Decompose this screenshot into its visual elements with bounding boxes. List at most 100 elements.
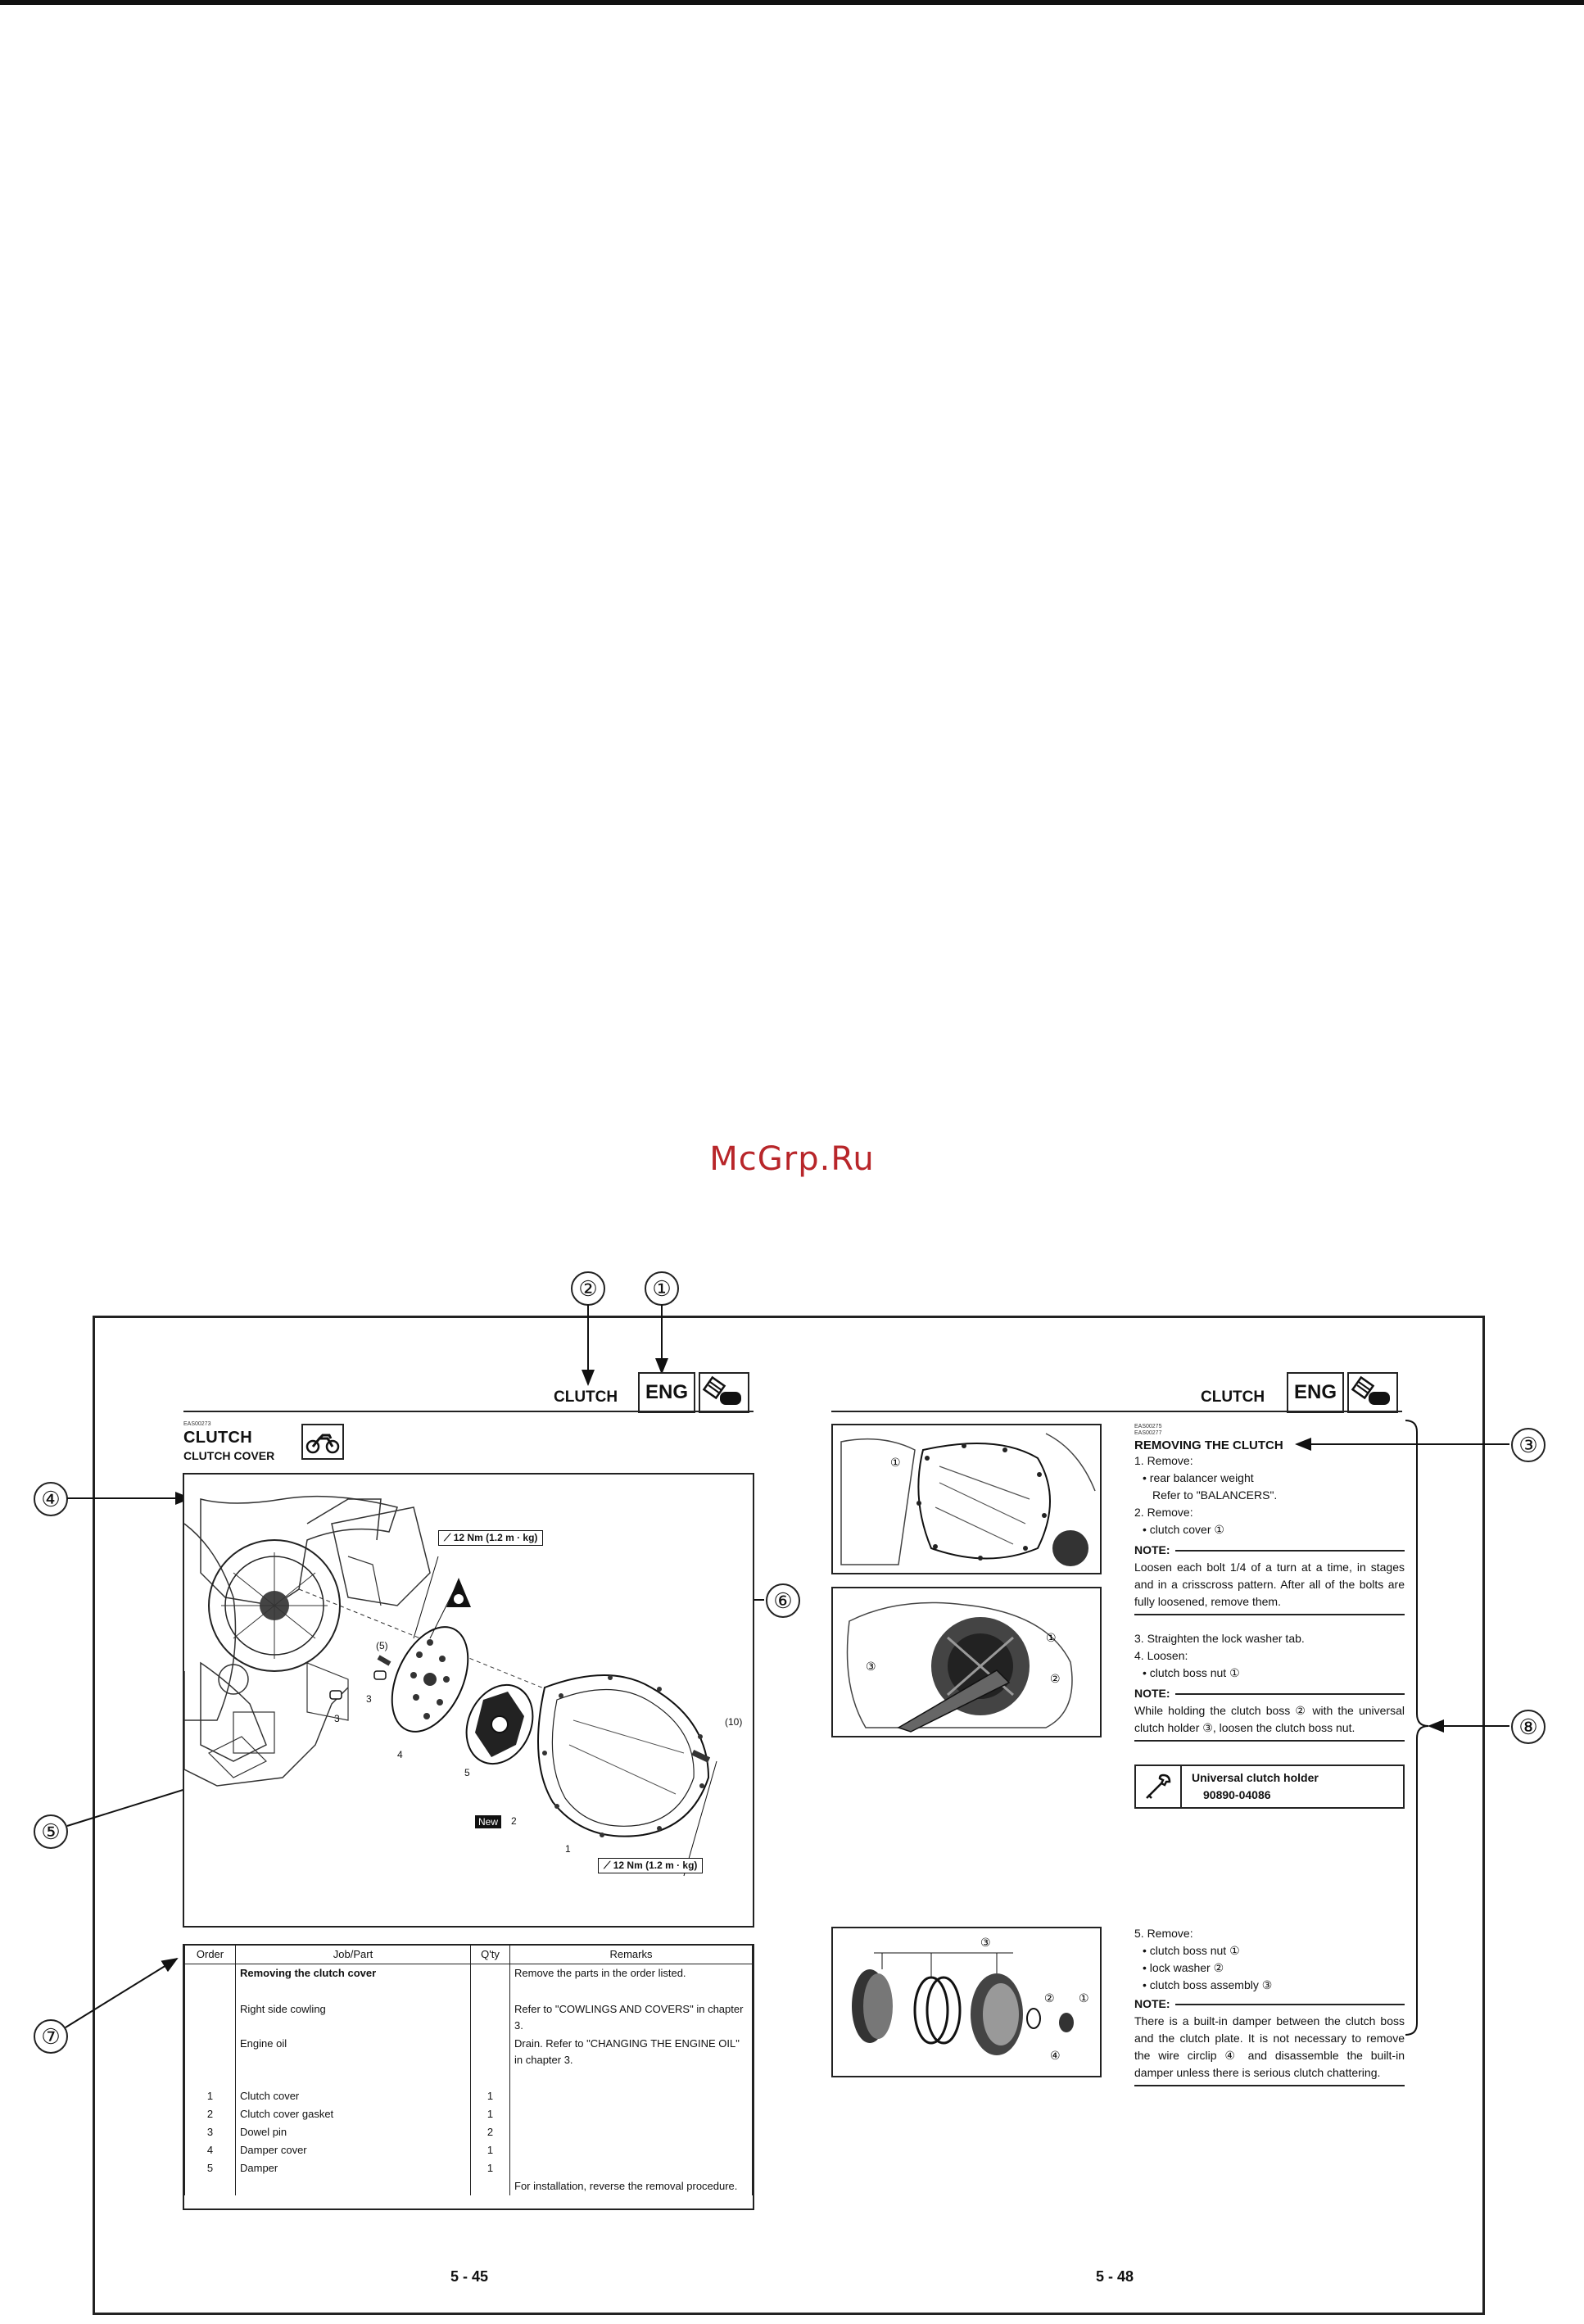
fig-label-1: 1 bbox=[565, 1843, 571, 1855]
steps-a: 1. Remove: • rear balancer weight Refer … bbox=[1134, 1452, 1405, 1538]
left-page-number: 5 - 45 bbox=[450, 2268, 489, 2285]
tool-name: Universal clutch holder bbox=[1192, 1771, 1319, 1784]
callout-3: ③ bbox=[1511, 1428, 1546, 1462]
right-text-column-lower: 5. Remove: • clutch boss nut ① • lock wa… bbox=[1134, 1925, 1405, 2086]
callout-5: ⑤ bbox=[34, 1814, 68, 1849]
table-row: 2 Clutch cover gasket 1 bbox=[184, 2105, 753, 2123]
cell-qty bbox=[470, 1982, 510, 2000]
note-label: NOTE: bbox=[1134, 1687, 1170, 1700]
torque-spec-top: ⟋ 12 Nm (1.2 m · kg) bbox=[438, 1530, 544, 1546]
step-line: • clutch cover ① bbox=[1143, 1523, 1224, 1536]
steps-b: 3. Straighten the lock washer tab. 4. Lo… bbox=[1134, 1630, 1405, 1682]
fig-label-2: 2 bbox=[511, 1815, 517, 1827]
note-label: NOTE: bbox=[1134, 1997, 1170, 2010]
step-line: 5. Remove: bbox=[1134, 1927, 1193, 1940]
photo-callout: ③ bbox=[980, 1937, 991, 1950]
note-c-label-row: NOTE: bbox=[1134, 1996, 1405, 2013]
fig-label-bolt-count-10: (10) bbox=[725, 1716, 743, 1728]
cell-qty: 1 bbox=[470, 2141, 510, 2159]
step-line: • clutch boss nut ① bbox=[1143, 1666, 1240, 1679]
cell-remarks: Refer to "COWLINGS AND COVERS" in chapte… bbox=[509, 2000, 753, 2035]
note-a-text: Loosen each bolt 1/4 of a turn at a time… bbox=[1134, 1559, 1405, 1615]
cell-remarks bbox=[509, 2087, 753, 2105]
right-small-code: EAS00275 EAS00277 bbox=[1134, 1424, 1162, 1436]
clutch-holder-photo: ① ② ③ bbox=[831, 1587, 1102, 1737]
tool-number: 90890-04086 bbox=[1203, 1788, 1271, 1801]
torque-bottom-text: 12 Nm (1.2 m · kg) bbox=[613, 1860, 698, 1871]
col-header-qty: Q'ty bbox=[470, 1946, 510, 1964]
callout-6: ⑥ bbox=[766, 1583, 800, 1618]
engine-oil-icon bbox=[1347, 1372, 1398, 1413]
photo-callout: ③ bbox=[866, 1660, 876, 1674]
note-rule bbox=[1174, 2003, 1405, 2005]
right-header-title: CLUTCH bbox=[1201, 1389, 1265, 1406]
note-b-label-row: NOTE: bbox=[1134, 1685, 1405, 1702]
table-row: Right side cowling Refer to "COWLINGS AN… bbox=[184, 2000, 753, 2035]
job-part-table: Order Job/Part Q'ty Remarks Removing the… bbox=[183, 1944, 754, 2210]
manual-spread-frame bbox=[93, 1316, 1485, 2315]
note-rule bbox=[1174, 1549, 1405, 1552]
callout-8: ⑧ bbox=[1511, 1710, 1546, 1744]
photo-callout: ④ bbox=[1050, 2050, 1061, 2063]
note-rule bbox=[1174, 1692, 1405, 1695]
table-row bbox=[184, 2069, 753, 2087]
cell-qty: 1 bbox=[470, 2105, 510, 2123]
step-line: • rear balancer weight bbox=[1143, 1471, 1254, 1484]
cell-order bbox=[184, 1982, 236, 2000]
clutch-cover-exploded-view bbox=[183, 1473, 754, 1928]
table-row: 1 Clutch cover 1 bbox=[184, 2087, 753, 2105]
note-b-text: While holding the clutch boss ② with the… bbox=[1134, 1702, 1405, 1742]
cell-order bbox=[184, 1964, 236, 1982]
left-small-code: EAS00273 bbox=[183, 1421, 211, 1427]
clutch-boss-assembly-photo: ③ ② ① ④ bbox=[831, 1927, 1102, 2077]
cell-part: Damper bbox=[235, 2159, 471, 2177]
left-eng-badge: ENG bbox=[638, 1372, 695, 1413]
note-a-label-row: NOTE: bbox=[1134, 1542, 1405, 1559]
cell-remarks bbox=[509, 2123, 753, 2141]
top-border bbox=[0, 0, 1584, 5]
cell-remarks bbox=[509, 2105, 753, 2123]
note-label: NOTE: bbox=[1134, 1543, 1170, 1556]
step-line: 3. Straighten the lock washer tab. bbox=[1134, 1632, 1305, 1645]
step-line: • lock washer ② bbox=[1143, 1961, 1224, 1974]
cell-order bbox=[184, 2177, 236, 2195]
torque-wrench-icon: ⟋ bbox=[444, 1532, 454, 1543]
clutch-cover-photo: ① bbox=[831, 1424, 1102, 1574]
table-row: For installation, reverse the removal pr… bbox=[184, 2177, 753, 2195]
cell-part: Clutch cover bbox=[235, 2087, 471, 2105]
col-header-job-part: Job/Part bbox=[235, 1946, 471, 1964]
photo-callout: ② bbox=[1044, 1992, 1055, 2005]
cell-part: Right side cowling bbox=[235, 2000, 471, 2035]
left-header-title: CLUTCH bbox=[554, 1389, 618, 1406]
cell-remarks bbox=[509, 2141, 753, 2159]
torque-wrench-icon-2: ⟋ bbox=[604, 1860, 613, 1871]
cell-part: Removing the clutch cover bbox=[235, 1964, 471, 1982]
cell-remarks: For installation, reverse the removal pr… bbox=[509, 2177, 753, 2195]
cell-qty: 1 bbox=[470, 2159, 510, 2177]
cell-part: Engine oil bbox=[235, 2035, 471, 2069]
left-header-rule bbox=[183, 1411, 754, 1412]
left-section-title: CLUTCH bbox=[183, 1429, 253, 1447]
table-row: 5 Damper 1 bbox=[184, 2159, 753, 2177]
left-subsection-title: CLUTCH COVER bbox=[183, 1449, 275, 1462]
step-line: • clutch boss assembly ③ bbox=[1143, 1978, 1273, 1991]
step-line: 1. Remove: bbox=[1134, 1454, 1193, 1467]
photo-callout: ② bbox=[1050, 1673, 1061, 1686]
right-text-column: EAS00275 EAS00277 REMOVING THE CLUTCH 1.… bbox=[1134, 1424, 1405, 1809]
cell-remarks: Drain. Refer to "CHANGING THE ENGINE OIL… bbox=[509, 2035, 753, 2069]
cell-qty bbox=[470, 2035, 510, 2069]
callout-1: ① bbox=[645, 1271, 679, 1306]
fig-label-3a: 3 bbox=[366, 1693, 372, 1705]
cell-qty bbox=[470, 2177, 510, 2195]
cell-part: Clutch cover gasket bbox=[235, 2105, 471, 2123]
cell-qty bbox=[470, 2000, 510, 2035]
step-line: 2. Remove: bbox=[1134, 1506, 1193, 1519]
cell-order: 5 bbox=[184, 2159, 236, 2177]
cell-part bbox=[235, 2177, 471, 2195]
table-row: Removing the clutch cover Remove the par… bbox=[184, 1964, 753, 1982]
right-page-number: 5 - 48 bbox=[1096, 2268, 1134, 2285]
cell-part: Dowel pin bbox=[235, 2123, 471, 2141]
col-header-order: Order bbox=[184, 1946, 236, 1964]
photo-callout: ① bbox=[1079, 1992, 1089, 2005]
torque-spec-bottom: ⟋ 12 Nm (1.2 m · kg) bbox=[598, 1858, 704, 1873]
